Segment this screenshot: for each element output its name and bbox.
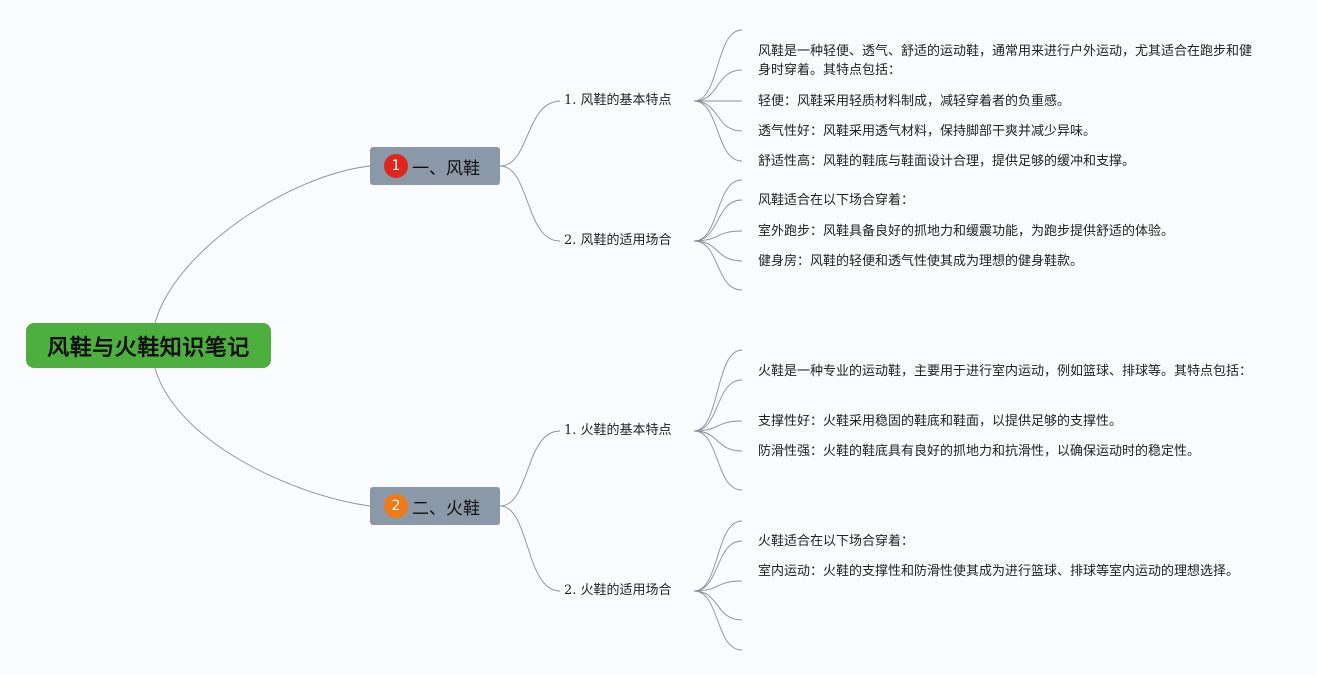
connector-leaf (693, 520, 743, 592)
leaf-topic[interactable]: 室外跑步：风鞋具备良好的抓地力和缓震功能，为跑步提供舒适的体验。 (758, 222, 1253, 241)
subtopic-label: 2. 风鞋的适用场合 (564, 233, 672, 248)
leaf-text: 火鞋适合在以下场合穿着： (758, 534, 915, 549)
leaf-text: 室外跑步：风鞋具备良好的抓地力和缓震功能，为跑步提供舒适的体验。 (758, 224, 1175, 239)
subtopic-wind-basic-features[interactable]: 1. 风鞋的基本特点 (564, 92, 672, 110)
leaf-topic[interactable]: 火鞋适合在以下场合穿着： (758, 532, 1253, 551)
main-topic-fire-shoes[interactable]: 2 二、火鞋 (370, 487, 500, 525)
leaf-topic[interactable]: 支撑性好：火鞋采用稳固的鞋底和鞋面，以提供足够的支撑性。 (758, 412, 1253, 431)
connector-branch1-sub1 (499, 100, 561, 167)
connector-leaf (693, 240, 743, 291)
leaf-text: 支撑性好：火鞋采用稳固的鞋底和鞋面，以提供足够的支撑性。 (758, 414, 1123, 429)
leaf-topic[interactable]: 火鞋是一种专业的运动鞋，主要用于进行室内运动，例如篮球、排球等。其特点包括： (758, 362, 1253, 381)
connector-leaf (693, 29, 743, 102)
leaf-text: 室内运动：火鞋的支撑性和防滑性使其成为进行篮球、排球等室内运动的理想选择。 (758, 564, 1240, 579)
connector-leaf (693, 430, 743, 491)
connector-leaf (693, 590, 743, 621)
subtopic-fire-basic-features[interactable]: 1. 火鞋的基本特点 (564, 422, 672, 440)
leaf-text: 防滑性强：火鞋的鞋底具有良好的抓地力和抗滑性，以确保运动时的稳定性。 (758, 444, 1201, 459)
connector-root-branch-1 (154, 165, 371, 324)
main-topic-label: 一、风鞋 (412, 158, 480, 179)
leaf-topic[interactable]: 风鞋适合在以下场合穿着： (758, 191, 1253, 210)
leaf-text: 风鞋是一种轻便、透气、舒适的运动鞋，通常用来进行户外运动，尤其适合在跑步和健身时… (758, 44, 1253, 78)
connector-leaf (693, 590, 743, 651)
connector-leaf (693, 580, 743, 592)
connector-root-branch-2 (154, 367, 371, 507)
leaf-text: 舒适性高：风鞋的鞋底与鞋面设计合理，提供足够的缓冲和支撑。 (758, 154, 1136, 169)
connector-leaf (693, 230, 743, 242)
subtopic-fire-occasions[interactable]: 2. 火鞋的适用场合 (564, 582, 672, 600)
leaf-topic[interactable]: 轻便：风鞋采用轻质材料制成，减轻穿着者的负重感。 (758, 92, 1253, 111)
leaf-topic[interactable]: 室内运动：火鞋的支撑性和防滑性使其成为进行篮球、排球等室内运动的理想选择。 (758, 562, 1253, 581)
connector-leaf (693, 240, 743, 262)
leaf-topic[interactable]: 风鞋是一种轻便、透气、舒适的运动鞋，通常用来进行户外运动，尤其适合在跑步和健身时… (758, 42, 1253, 80)
priority-1-icon: 1 (384, 154, 408, 178)
connector-leaf (693, 199, 743, 242)
main-topic-label: 二、火鞋 (412, 498, 480, 519)
leaf-text: 风鞋适合在以下场合穿着： (758, 193, 915, 208)
connector-leaf (693, 349, 743, 432)
priority-2-icon: 2 (384, 494, 408, 518)
connector-leaf (693, 420, 743, 432)
main-topic-wind-shoes[interactable]: 1 一、风鞋 (370, 147, 500, 185)
connector-leaf (693, 179, 743, 242)
connector-branch2-sub2 (499, 505, 561, 592)
root-topic[interactable]: 风鞋与火鞋知识笔记 (26, 323, 271, 368)
leaf-text: 透气性好：风鞋采用透气材料，保持脚部干爽并减少异味。 (758, 124, 1097, 139)
connector-branch1-sub2 (499, 165, 561, 242)
connector-leaf (693, 100, 743, 132)
subtopic-label: 2. 火鞋的适用场合 (564, 583, 672, 598)
root-topic-label: 风鞋与火鞋知识笔记 (47, 335, 250, 361)
leaf-text: 健身房：风鞋的轻便和透气性使其成为理想的健身鞋款。 (758, 254, 1084, 269)
leaf-text: 火鞋是一种专业的运动鞋，主要用于进行室内运动，例如篮球、排球等。其特点包括： (758, 364, 1253, 379)
subtopic-label: 1. 风鞋的基本特点 (564, 93, 672, 108)
leaf-topic[interactable]: 健身房：风鞋的轻便和透气性使其成为理想的健身鞋款。 (758, 252, 1253, 271)
subtopic-label: 1. 火鞋的基本特点 (564, 423, 672, 438)
connector-leaf (693, 100, 743, 162)
leaf-text: 轻便：风鞋采用轻质材料制成，减轻穿着者的负重感。 (758, 94, 1071, 109)
leaf-topic[interactable]: 透气性好：风鞋采用透气材料，保持脚部干爽并减少异味。 (758, 122, 1253, 141)
connector-leaf (693, 540, 743, 592)
leaf-topic[interactable]: 舒适性高：风鞋的鞋底与鞋面设计合理，提供足够的缓冲和支撑。 (758, 152, 1253, 171)
subtopic-wind-occasions[interactable]: 2. 风鞋的适用场合 (564, 232, 672, 250)
connector-leaf (693, 379, 743, 432)
connector-leaf (693, 69, 743, 102)
leaf-topic[interactable]: 防滑性强：火鞋的鞋底具有良好的抓地力和抗滑性，以确保运动时的稳定性。 (758, 442, 1253, 461)
connector-branch2-sub1 (499, 430, 561, 507)
connector-leaf (693, 430, 743, 452)
